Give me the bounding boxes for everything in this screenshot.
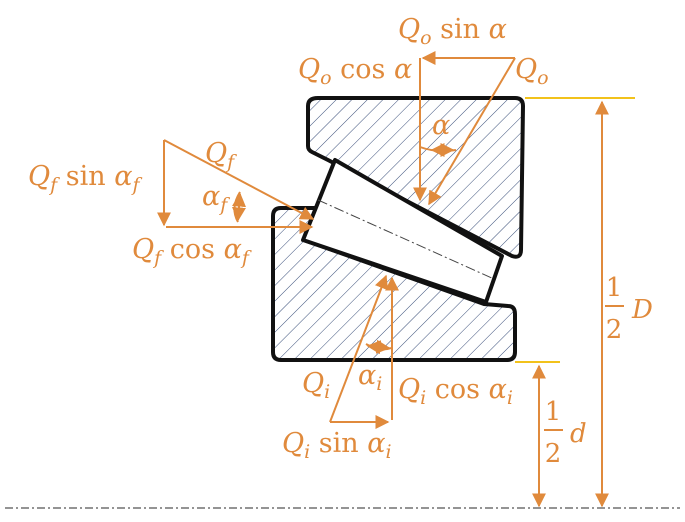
qf-resultant-arrow (163, 139, 315, 220)
alpha-i-label: αi (358, 360, 382, 395)
qi-sin-alpha-i-label: Qi sin αi (282, 428, 392, 463)
flange-force-group (157, 139, 315, 234)
half-D-variable: D (631, 295, 653, 325)
qi-label: Qi (302, 368, 330, 403)
qo-cos-alpha-label: Qo cos α (298, 54, 412, 89)
outer-ring-force-group (413, 51, 516, 206)
half-D-denominator: 2 (606, 315, 623, 345)
qf-label: Qf (205, 138, 237, 173)
half-D-numerator: 1 (606, 273, 623, 303)
qo-sin-alpha-label: Qo sin α (398, 14, 507, 49)
roller-centerline (317, 199, 495, 280)
qi-cos-alpha-i-label: Qi cos αi (398, 374, 513, 409)
qi-resultant-arrow (329, 274, 389, 423)
qf-sin-alpha-f-label: Qf sin αf (28, 161, 142, 196)
half-d-denominator: 2 (545, 439, 562, 469)
half-d-variable: d (570, 419, 587, 449)
inner-ring-force-group (329, 274, 399, 429)
half-d-numerator: 1 (545, 397, 562, 427)
qf-cos-alpha-f-label: Qf cos αf (132, 234, 252, 269)
alpha-f-label: αf (202, 181, 230, 216)
alpha-label: α (432, 110, 450, 141)
qo-label: Qo (515, 54, 549, 89)
half-d-label: 1 2 d (544, 397, 587, 469)
qo-resultant-arrow (428, 57, 516, 206)
half-D-label: 1 2 D (605, 273, 653, 345)
